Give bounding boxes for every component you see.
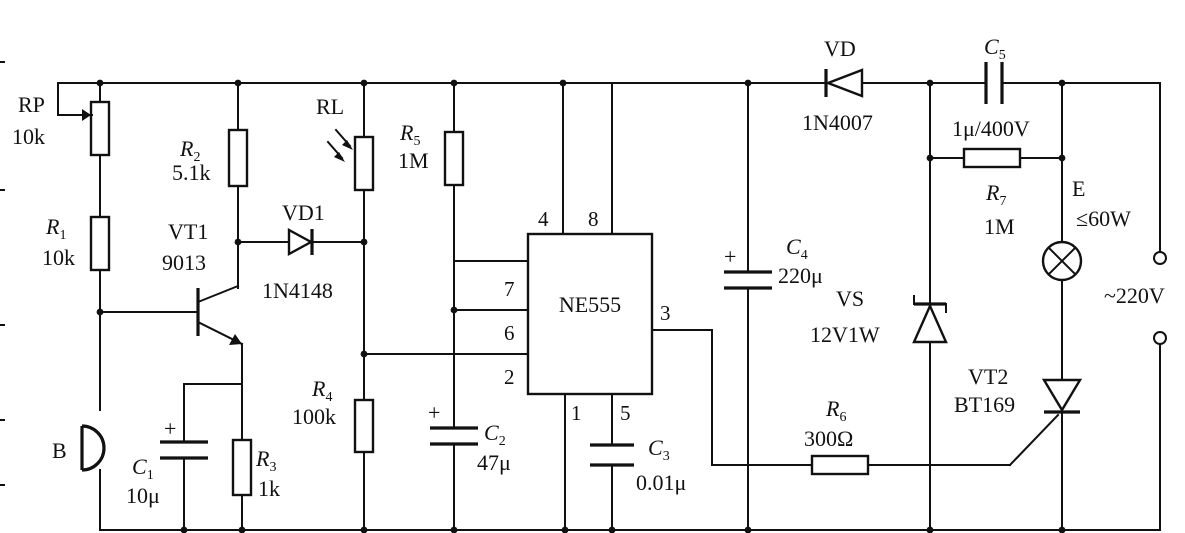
c4-plus: +: [724, 244, 736, 269]
r7-ref: R7: [985, 180, 1006, 209]
resistor-r4: R4 100k: [292, 376, 375, 454]
c3-ref: C3: [648, 435, 670, 464]
resistor-r5: R5 1M: [398, 120, 465, 187]
vd-ref: VD: [824, 36, 856, 61]
resistor-r6: R6 300Ω: [804, 396, 870, 476]
resistor-r2: R2 5.1k: [172, 128, 249, 188]
vs-ref: VS: [836, 286, 864, 311]
r1-ref: R1: [45, 214, 66, 243]
resistor-r3: R3 1k: [231, 438, 280, 501]
vt1-ref: VT1: [168, 219, 208, 244]
pin-3: 3: [660, 301, 671, 325]
mains-terminals: ~220V: [1104, 251, 1167, 345]
pin-8: 8: [588, 207, 599, 231]
ic-ne555: NE555 4 8 7 6 2 3 1 5: [504, 207, 671, 425]
c1-ref: C1: [132, 454, 154, 483]
c5-ref: C5: [984, 34, 1006, 63]
vd1-value: 1N4148: [262, 278, 333, 303]
capacitor-c2: + C2 47μ: [428, 400, 511, 475]
diode-vd: VD 1N4007: [802, 36, 873, 135]
e-ref: E: [1072, 176, 1085, 201]
r1-value: 10k: [42, 245, 75, 270]
c2-ref: C2: [484, 420, 506, 449]
potentiometer-rp: RP 10k: [12, 92, 111, 157]
resistor-r7: R7 1M: [962, 147, 1022, 239]
r6-ref: R6: [825, 396, 846, 425]
vd1-ref: VD1: [282, 200, 325, 225]
c4-ref: C4: [786, 234, 808, 263]
r3-value: 1k: [258, 476, 280, 501]
capacitor-c1: + C1 10μ: [126, 416, 208, 508]
transistor-vt1: VT1 9013: [162, 219, 244, 346]
edge-marks: [0, 61, 5, 486]
pin-1: 1: [571, 401, 582, 425]
capacitor-c5: C5 1μ/400V: [952, 34, 1030, 141]
capacitor-c4: + C4 220μ: [724, 234, 823, 290]
microphone-b: B: [52, 424, 106, 472]
r6-value: 300Ω: [804, 426, 853, 451]
rp-value: 10k: [12, 124, 45, 149]
diode-vd1: VD1 1N4148: [262, 200, 333, 303]
junction-dots: [96, 79, 1066, 533]
r2-ref: R2: [179, 136, 200, 165]
c2-plus: +: [428, 400, 440, 425]
mains-label: ~220V: [1104, 283, 1165, 308]
e-value: ≤60W: [1076, 206, 1131, 231]
r7-value: 1M: [984, 214, 1015, 239]
ic-label: NE555: [559, 292, 621, 317]
b-ref: B: [52, 438, 67, 463]
c5-value: 1μ/400V: [952, 116, 1030, 141]
pin-4: 4: [538, 207, 549, 231]
pin-6: 6: [504, 321, 515, 345]
c2-value: 47μ: [477, 450, 511, 475]
vt2-value: BT169: [954, 392, 1015, 417]
thyristor-vt2: VT2 BT169: [954, 364, 1083, 417]
r2-value: 5.1k: [172, 160, 211, 185]
pin-7: 7: [504, 277, 515, 301]
vt1-value: 9013: [162, 250, 206, 275]
r4-ref: R4: [311, 376, 332, 405]
photoresistor-rl: RL: [316, 94, 375, 192]
r5-ref: R5: [399, 120, 420, 149]
vd-value: 1N4007: [802, 110, 873, 135]
pin-2: 2: [504, 365, 515, 389]
c3-value: 0.01μ: [636, 470, 686, 495]
c4-value: 220μ: [778, 263, 823, 288]
zener-vs: VS 12V1W: [810, 286, 948, 347]
wiring: [57, 82, 1161, 531]
rp-ref: RP: [18, 92, 45, 117]
resistor-r1: R1 10k: [42, 214, 111, 272]
rl-ref: RL: [316, 94, 344, 119]
c1-plus: +: [164, 416, 176, 441]
vt2-ref: VT2: [968, 364, 1008, 389]
r5-value: 1M: [398, 148, 429, 173]
vs-value: 12V1W: [810, 322, 880, 347]
lamp-e: E ≤60W: [1041, 176, 1131, 282]
c1-value: 10μ: [126, 483, 160, 508]
pin-5: 5: [620, 401, 631, 425]
r4-value: 100k: [292, 404, 336, 429]
capacitor-c3: C3 0.01μ: [590, 435, 686, 495]
r3-ref: R3: [255, 446, 276, 475]
